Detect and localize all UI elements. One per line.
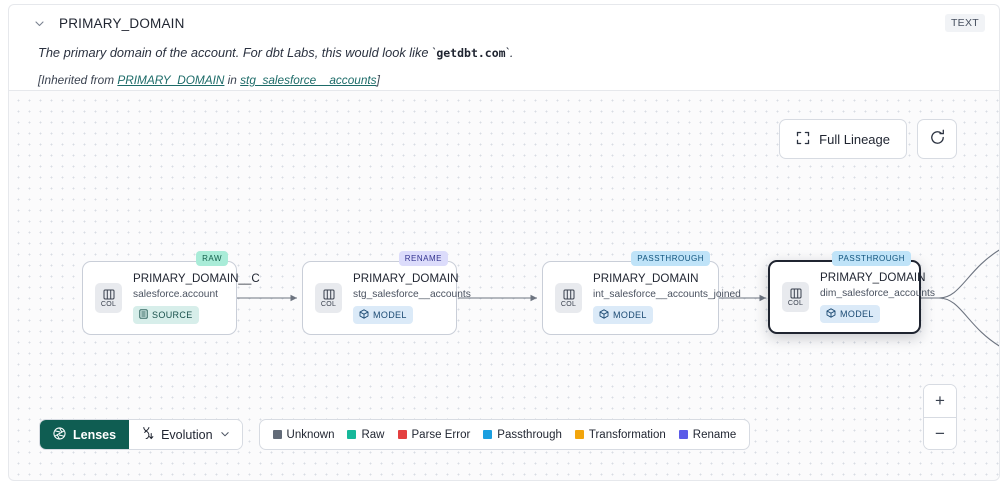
lenses-label: Lenses: [73, 427, 117, 442]
node-tag: PASSTHROUGH: [832, 251, 911, 266]
legend-label: Raw: [361, 428, 385, 441]
lineage-node[interactable]: PASSTHROUGH COL PRIMARY_DOMAIN int_sales…: [542, 251, 741, 335]
node-tag: PASSTHROUGH: [631, 251, 710, 266]
legend-item: Unknown: [272, 428, 335, 441]
aperture-icon: [53, 426, 66, 443]
full-lineage-button[interactable]: Full Lineage: [779, 119, 907, 159]
refresh-icon: [929, 129, 946, 149]
legend-label: Transformation: [588, 428, 666, 441]
columns-icon: COL: [555, 283, 582, 313]
zoom-out-button[interactable]: −: [924, 417, 956, 449]
legend-swatch: [678, 430, 688, 439]
column-header-panel: PRIMARY_DOMAIN TEXT The primary domain o…: [8, 4, 1000, 90]
col-chip-label: COL: [320, 300, 337, 308]
node-body: PRIMARY_DOMAIN__C salesforce.account SOU…: [133, 272, 260, 324]
chevron-down-icon: [220, 428, 230, 442]
inherited-close: ]: [376, 73, 380, 87]
legend-swatch: [574, 430, 584, 439]
legend-item: Parse Error: [397, 428, 471, 441]
column-header-row: PRIMARY_DOMAIN TEXT: [9, 5, 999, 41]
legend-label: Unknown: [286, 428, 335, 441]
inherited-column-link[interactable]: PRIMARY_DOMAIN: [117, 73, 225, 87]
page-title: PRIMARY_DOMAIN: [59, 15, 185, 31]
node-body: PRIMARY_DOMAIN int_salesforce__accounts_…: [593, 272, 741, 324]
node-type-badge: MODEL: [593, 306, 653, 324]
inherited-prefix: [Inherited from: [38, 73, 118, 87]
node-subtitle: salesforce.account: [133, 289, 218, 300]
column-description: The primary domain of the account. For d…: [38, 45, 513, 60]
legend-label: Rename: [692, 428, 737, 441]
lineage-edges: [237, 249, 999, 347]
expand-corners-icon: [796, 131, 810, 148]
legend-swatch: [397, 430, 407, 439]
description-code: getdbt.com: [436, 46, 506, 60]
cube-icon: [359, 309, 369, 321]
node-body: PRIMARY_DOMAIN dim_salesforce_accounts M…: [820, 271, 935, 323]
node-type-badge: MODEL: [353, 306, 413, 324]
chevron-down-icon[interactable]: [31, 15, 47, 31]
node-type-label: MODEL: [373, 310, 407, 320]
canvas-bottom-bar: Lenses Evolution: [39, 419, 751, 450]
columns-icon: COL: [95, 283, 122, 313]
legend-item: Transformation: [574, 428, 666, 441]
node-subtitle: dim_salesforce_accounts: [820, 288, 935, 299]
legend-item: Raw: [347, 428, 385, 441]
legend-swatch: [483, 430, 493, 439]
evolution-dropdown[interactable]: Evolution: [129, 420, 242, 449]
database-icon: [139, 309, 148, 321]
node-body: PRIMARY_DOMAIN stg_salesforce__accounts …: [353, 272, 471, 324]
legend-item: Rename: [678, 428, 737, 441]
zoom-in-button[interactable]: +: [924, 385, 956, 417]
node-type-badge: SOURCE: [133, 306, 199, 324]
canvas-top-controls: Full Lineage: [779, 119, 957, 159]
legend-swatch: [347, 430, 357, 439]
node-tag: RAW: [196, 251, 228, 266]
cube-icon: [599, 309, 609, 321]
lenses-button[interactable]: Lenses: [40, 420, 130, 449]
inherited-model-link[interactable]: stg_salesforce__accounts: [240, 73, 377, 87]
inherited-from-note: [Inherited from PRIMARY_DOMAIN in stg_sa…: [38, 73, 380, 87]
lineage-node-selected[interactable]: PASSTHROUGH COL PRIMARY_DOMAIN dim_sales…: [768, 251, 935, 334]
columns-icon: COL: [315, 283, 342, 313]
legend-label: Parse Error: [411, 428, 471, 441]
cube-icon: [826, 308, 836, 320]
zoom-controls: + −: [923, 384, 957, 450]
evolution-label: Evolution: [161, 427, 213, 442]
node-title: PRIMARY_DOMAIN: [820, 271, 926, 284]
status-badge: TEXT: [944, 14, 985, 32]
lenses-control-group: Lenses Evolution: [39, 419, 243, 450]
inherited-mid: in: [224, 73, 241, 87]
lineage-legend: Unknown Raw Parse Error Passthrough Tran…: [258, 419, 751, 450]
node-type-badge: MODEL: [820, 305, 880, 323]
node-type-label: SOURCE: [152, 310, 193, 320]
node-title: PRIMARY_DOMAIN__C: [133, 272, 260, 285]
full-lineage-label: Full Lineage: [819, 131, 890, 147]
node-type-label: MODEL: [840, 309, 874, 319]
legend-label: Passthrough: [497, 428, 562, 441]
lineage-node[interactable]: RENAME COL PRIMARY_DOMAIN stg_salesforce…: [302, 251, 471, 335]
refresh-button[interactable]: [917, 119, 957, 159]
node-tag: RENAME: [398, 251, 448, 266]
legend-swatch: [272, 430, 282, 439]
description-text: The primary domain of the account. For d…: [38, 45, 437, 60]
columns-icon: COL: [782, 282, 809, 312]
col-chip-label: COL: [787, 299, 804, 307]
lineage-node[interactable]: RAW COL PRIMARY_DOMAIN__C salesforce.acc…: [82, 251, 260, 335]
node-subtitle: stg_salesforce__accounts: [353, 289, 471, 300]
col-chip-label: COL: [100, 300, 117, 308]
node-subtitle: int_salesforce__accounts_joined: [593, 289, 741, 300]
legend-item: Passthrough: [483, 429, 562, 441]
node-type-label: MODEL: [613, 310, 647, 320]
node-title: PRIMARY_DOMAIN: [593, 272, 699, 285]
lineage-canvas[interactable]: Full Lineage RAW COL PRIMARY_DOMAIN__C: [8, 90, 1000, 481]
col-chip-label: COL: [560, 300, 577, 308]
description-suffix: `.: [505, 45, 514, 60]
node-title: PRIMARY_DOMAIN: [353, 272, 459, 285]
evolution-icon: [141, 426, 154, 443]
